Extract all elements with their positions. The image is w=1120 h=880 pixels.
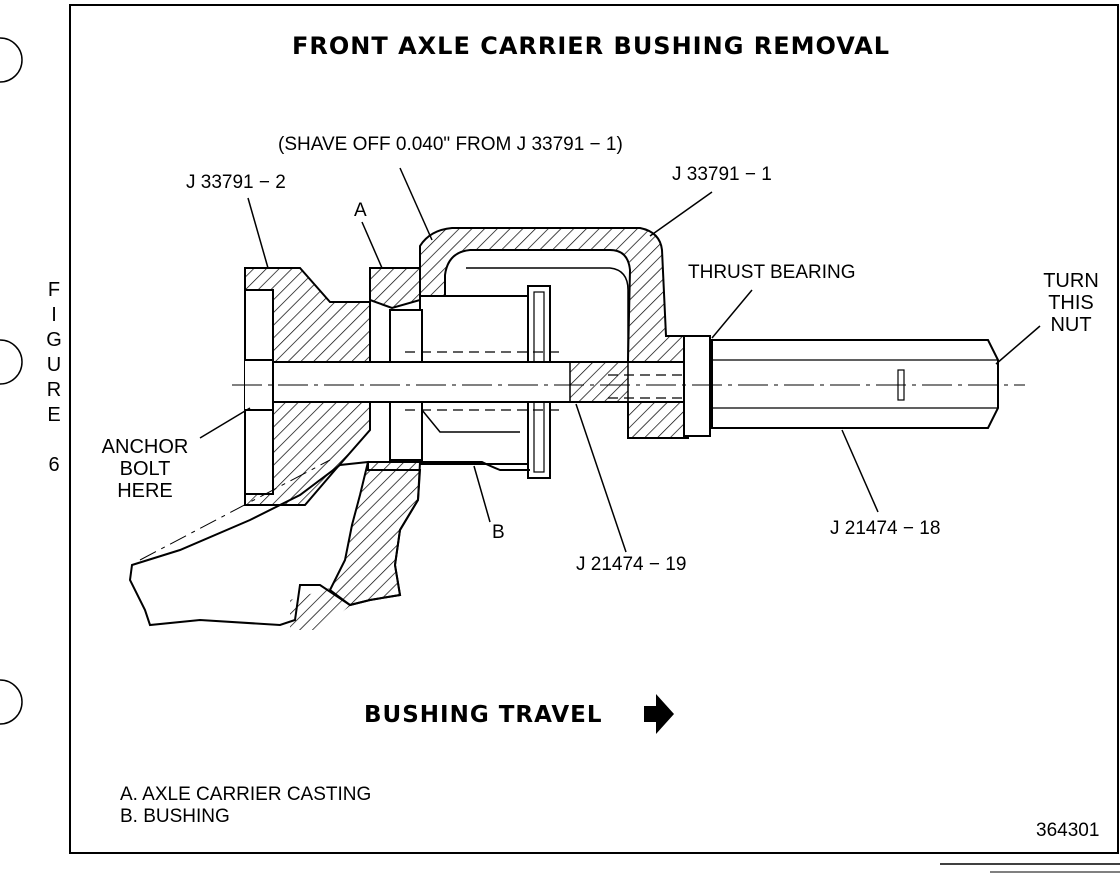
bushing-travel-label: BUSHING TRAVEL xyxy=(364,702,603,728)
bushing-b xyxy=(420,461,530,471)
legend: A. AXLE CARRIER CASTING B. BUSHING xyxy=(120,784,371,828)
legend-item: A. AXLE CARRIER CASTING xyxy=(120,784,372,805)
shave-note-label: (SHAVE OFF 0.040" FROM J 33791 − 1) xyxy=(278,134,623,155)
thrust-bearing-label: THRUST BEARING xyxy=(688,262,856,283)
tool-j21474-19-label: J 21474 − 19 xyxy=(576,554,687,575)
casting-hatch-bottom-edge xyxy=(290,588,350,630)
legend-item: B. BUSHING xyxy=(120,806,230,827)
figure-label: F I G U R E 6 xyxy=(46,279,62,476)
anchor-bolt-label: ANCHOR BOLT HERE xyxy=(101,436,189,502)
callout-b-label: B xyxy=(492,522,505,543)
leader-lines xyxy=(199,167,1041,553)
casting-hatch-upper xyxy=(369,267,421,310)
tool-j33791-2-label: J 33791 − 2 xyxy=(186,172,286,193)
right-arrow-icon xyxy=(644,694,674,734)
turn-nut-label: TURN THIS NUT xyxy=(1043,270,1099,336)
nut-j21474-18 xyxy=(711,339,999,429)
tool-j21474-18-label: J 21474 − 18 xyxy=(830,518,941,539)
callout-a-label: A xyxy=(354,200,367,221)
binder-hole xyxy=(0,37,23,725)
casting-hatch-lower xyxy=(328,461,422,607)
figure-border xyxy=(69,4,1119,854)
tool-j33791-1-label: J 33791 − 1 xyxy=(672,164,772,185)
thrust-bearing xyxy=(683,335,711,437)
figure-number: 364301 xyxy=(1036,820,1100,841)
page-title: FRONT AXLE CARRIER BUSHING REMOVAL xyxy=(292,32,891,60)
